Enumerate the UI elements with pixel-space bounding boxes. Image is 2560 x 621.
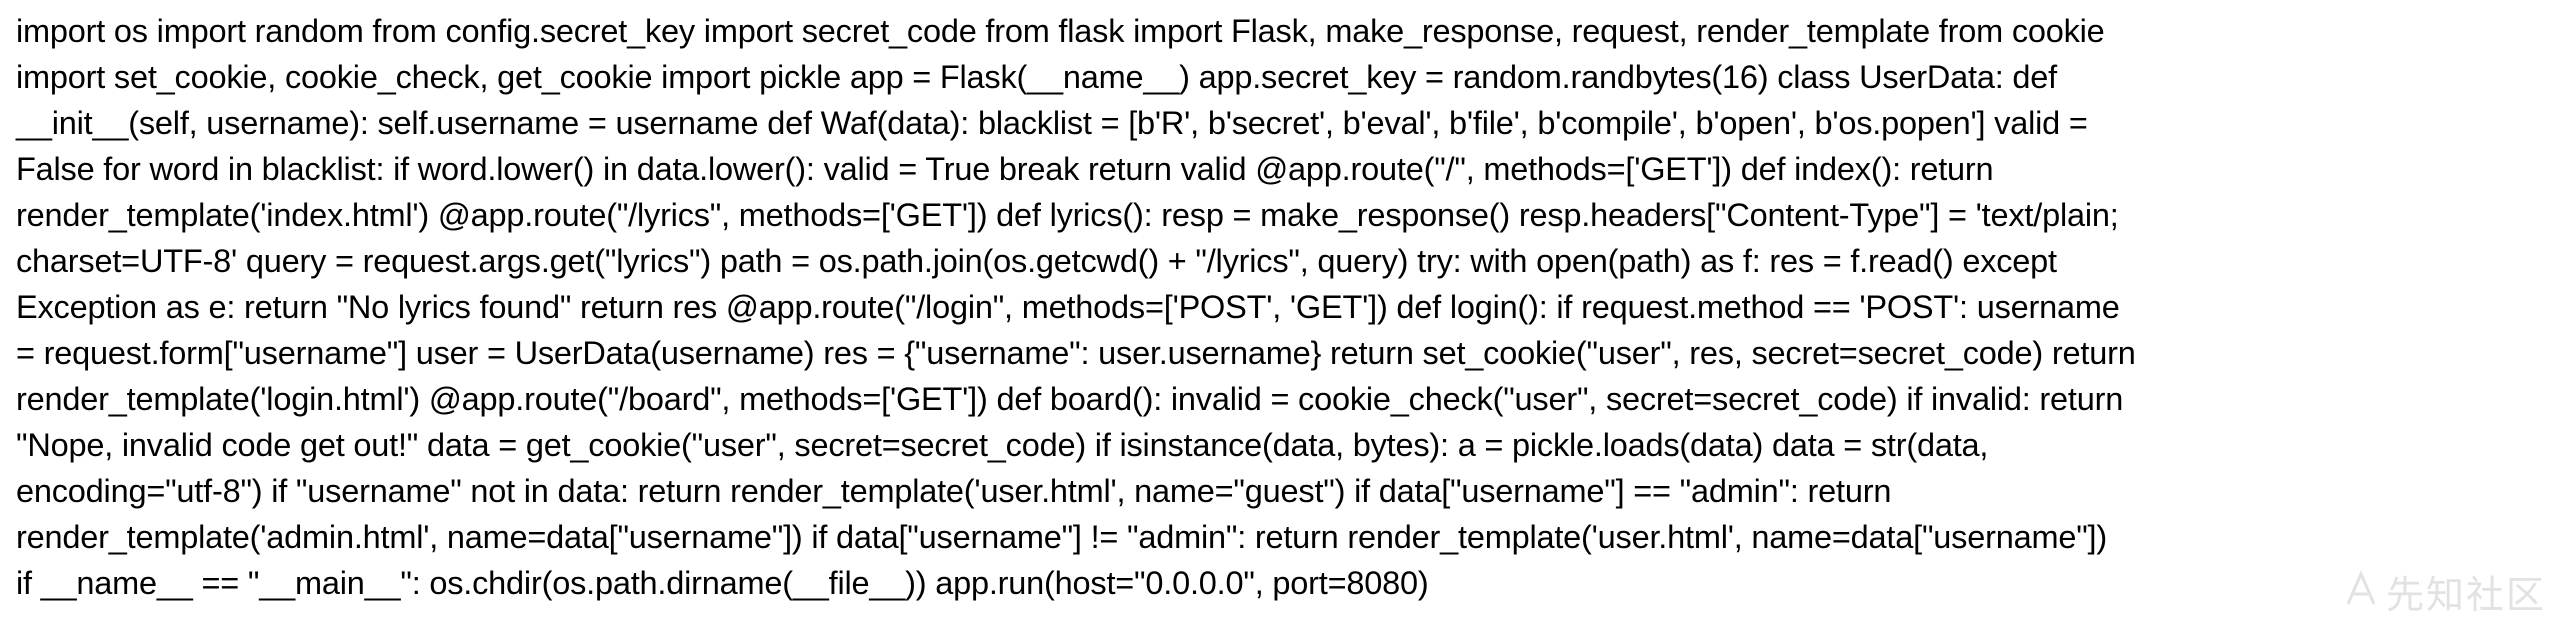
code-line-1: import os import random from config.secr… — [16, 13, 2105, 49]
code-line-8: = request.form["username"] user = UserDa… — [16, 335, 2136, 371]
code-line-13: if __name__ == "__main__": os.chdir(os.p… — [16, 565, 1429, 601]
code-line-11: encoding="utf-8") if "username" not in d… — [16, 473, 1892, 509]
code-line-2: import set_cookie, cookie_check, get_coo… — [16, 59, 2058, 95]
code-line-5: render_template('index.html') @app.route… — [16, 197, 2119, 233]
source-code-text: import os import random from config.secr… — [16, 8, 2544, 606]
code-line-4: False for word in blacklist: if word.low… — [16, 151, 1994, 187]
code-line-12: render_template('admin.html', name=data[… — [16, 519, 2108, 555]
code-line-3: __init__(self, username): self.username … — [16, 105, 2088, 141]
xianzhi-logo-icon — [2344, 569, 2378, 613]
watermark: 先知社区 — [2344, 569, 2546, 617]
code-line-7: Exception as e: return "No lyrics found"… — [16, 289, 2120, 325]
code-line-9: render_template('login.html') @app.route… — [16, 381, 2124, 417]
code-line-6: charset=UTF-8' query = request.args.get(… — [16, 243, 2057, 279]
watermark-text: 先知社区 — [2385, 572, 2546, 617]
code-line-10: "Nope, invalid code get out!" data = get… — [16, 427, 1989, 463]
